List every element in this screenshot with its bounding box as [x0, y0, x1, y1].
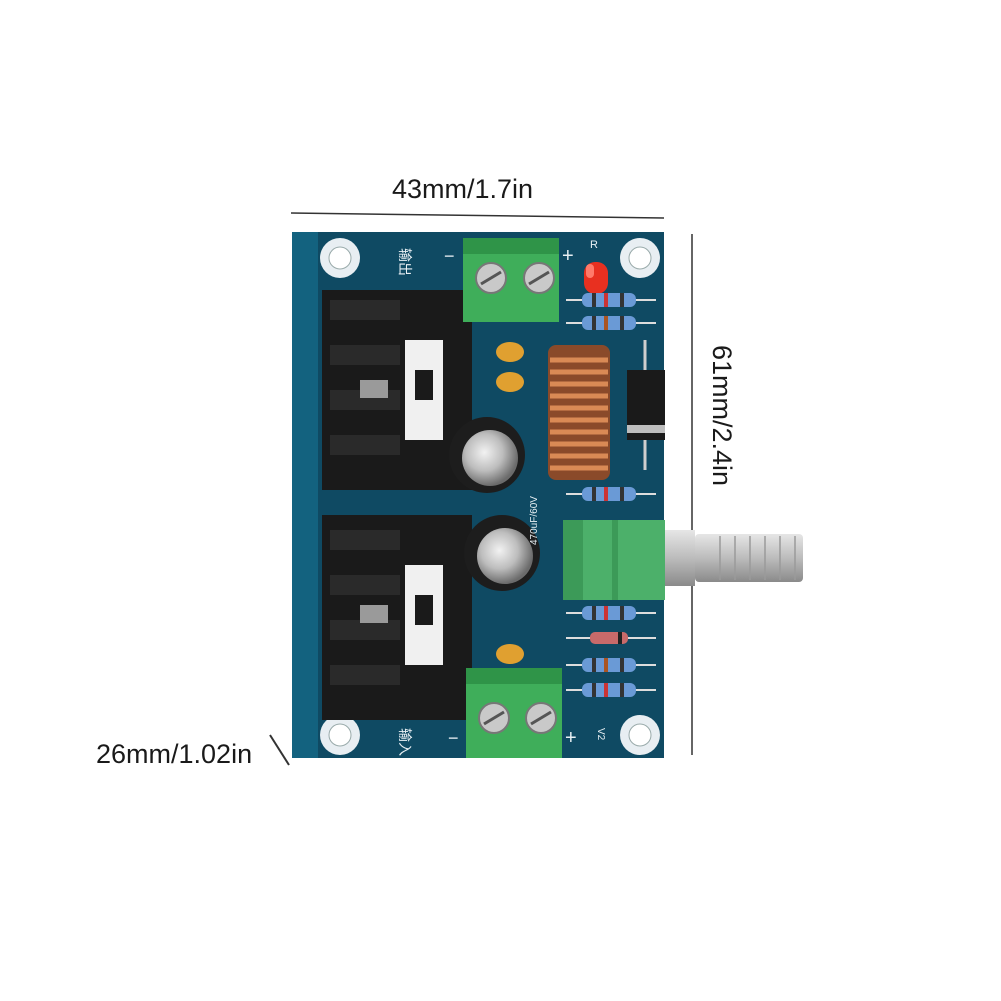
depth-dimension-line — [269, 734, 290, 766]
heatsink-bottom — [322, 515, 472, 720]
pcb-edge — [292, 232, 318, 758]
plus-top-label: + — [562, 245, 574, 267]
depth-dimension-label: 26mm/1.02in — [96, 739, 253, 769]
resistor — [566, 316, 656, 330]
v2-silkscreen-label: V2 — [595, 728, 606, 741]
ceramic-capacitor — [496, 372, 524, 392]
mounting-hole — [620, 238, 660, 278]
mounting-hole — [320, 715, 360, 755]
output-terminal-block — [463, 238, 559, 322]
output-silkscreen-label: 输出 — [397, 248, 413, 276]
heatsink-top — [322, 290, 472, 490]
ceramic-capacitor — [496, 342, 524, 362]
resistor — [566, 293, 656, 307]
mounting-hole — [320, 238, 360, 278]
width-dimension-label: 43mm/1.7in — [392, 174, 534, 204]
minus-top-label: − — [444, 246, 455, 266]
potentiometer — [563, 520, 803, 600]
resistor — [566, 683, 656, 697]
resistor — [566, 487, 656, 501]
input-silkscreen-label: 输入 — [397, 728, 413, 756]
width-dimension-line — [290, 212, 665, 219]
inductor-coil — [548, 345, 610, 480]
led-silkscreen-label: R — [590, 239, 598, 251]
electrolytic-capacitor — [464, 515, 540, 591]
resistor — [566, 606, 656, 620]
capacitor-marking: 470uF/60V — [529, 496, 540, 545]
small-diode — [566, 632, 656, 644]
red-led — [584, 262, 608, 294]
ceramic-capacitor — [496, 644, 524, 664]
plus-bottom-label: + — [565, 727, 577, 749]
diode — [627, 340, 665, 470]
electrolytic-capacitor — [449, 417, 525, 493]
mounting-hole — [620, 715, 660, 755]
input-terminal-block — [466, 668, 562, 758]
resistor — [566, 658, 656, 672]
minus-bottom-label: − — [448, 728, 459, 748]
